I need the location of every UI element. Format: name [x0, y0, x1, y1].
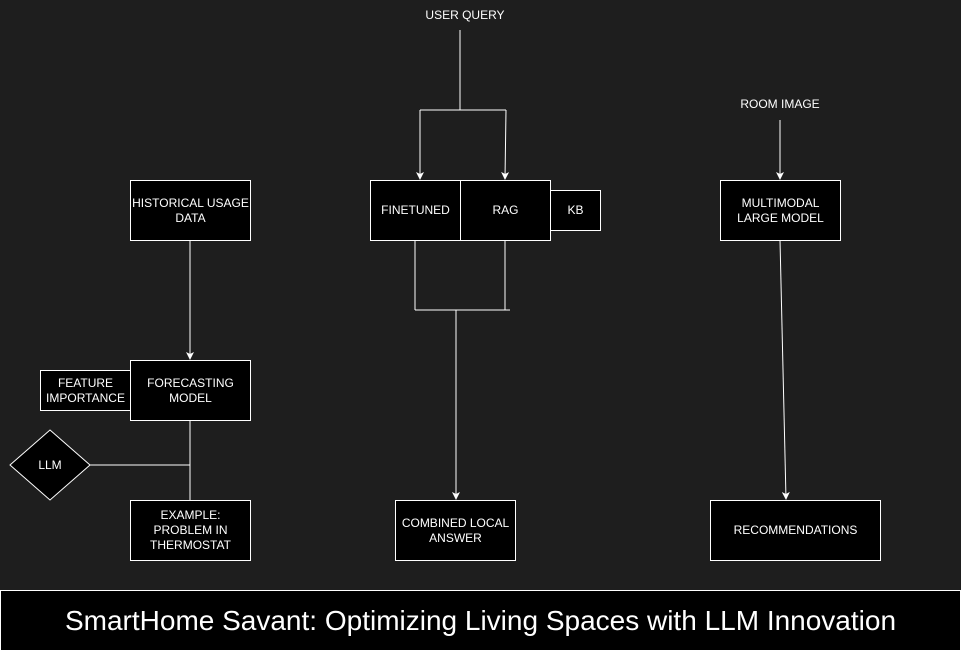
kb-node[interactable]: KB — [550, 190, 601, 231]
arrow-multimodal-to-recommendations — [779, 239, 790, 500]
rag-label: RAG — [492, 203, 519, 217]
example-thermostat-node[interactable]: EXAMPLE: PROBLEM IN THERMOSTAT — [130, 500, 251, 561]
combined-local-answer-label: COMBINED LOCAL ANSWER — [401, 515, 510, 545]
finetuned-node[interactable]: FINETUNED — [370, 180, 461, 241]
finetuned-label: FINETUNED — [381, 203, 450, 217]
combined-local-answer-node[interactable]: COMBINED LOCAL ANSWER — [395, 500, 516, 561]
arrow-query-to-rag — [501, 109, 510, 180]
historical-usage-data-node[interactable]: HISTORICAL USAGE DATA — [130, 180, 251, 241]
footer-title-bar: SmartHome Savant: Optimizing Living Spac… — [0, 590, 961, 651]
user-query-label: USER QUERY — [425, 8, 505, 22]
llm-node[interactable]: LLM — [10, 430, 90, 500]
llm-diamond-shape — [9, 429, 91, 501]
historical-usage-data-label: HISTORICAL USAGE DATA — [132, 195, 249, 225]
footer-title: SmartHome Savant: Optimizing Living Spac… — [64, 604, 897, 636]
recommendations-node[interactable]: RECOMMENDATIONS — [710, 500, 881, 561]
room-image-label: ROOM IMAGE — [740, 97, 820, 111]
feature-importance-node[interactable]: FEATURE IMPORTANCE — [40, 370, 131, 411]
example-thermostat-label: EXAMPLE: PROBLEM IN THERMOSTAT — [150, 508, 231, 552]
multimodal-large-model-label: MULTIMODAL LARGE MODEL — [737, 195, 824, 225]
recommendations-label: RECOMMENDATIONS — [733, 523, 858, 537]
feature-importance-label: FEATURE IMPORTANCE — [46, 375, 125, 405]
multimodal-large-model-node[interactable]: MULTIMODAL LARGE MODEL — [720, 180, 841, 241]
forecasting-model-node[interactable]: FORECASTING MODEL — [130, 360, 251, 421]
rag-node[interactable]: RAG — [460, 180, 551, 241]
kb-label: KB — [567, 203, 584, 217]
forecasting-model-label: FORECASTING MODEL — [147, 375, 234, 405]
llm-label: LLM — [38, 458, 62, 472]
